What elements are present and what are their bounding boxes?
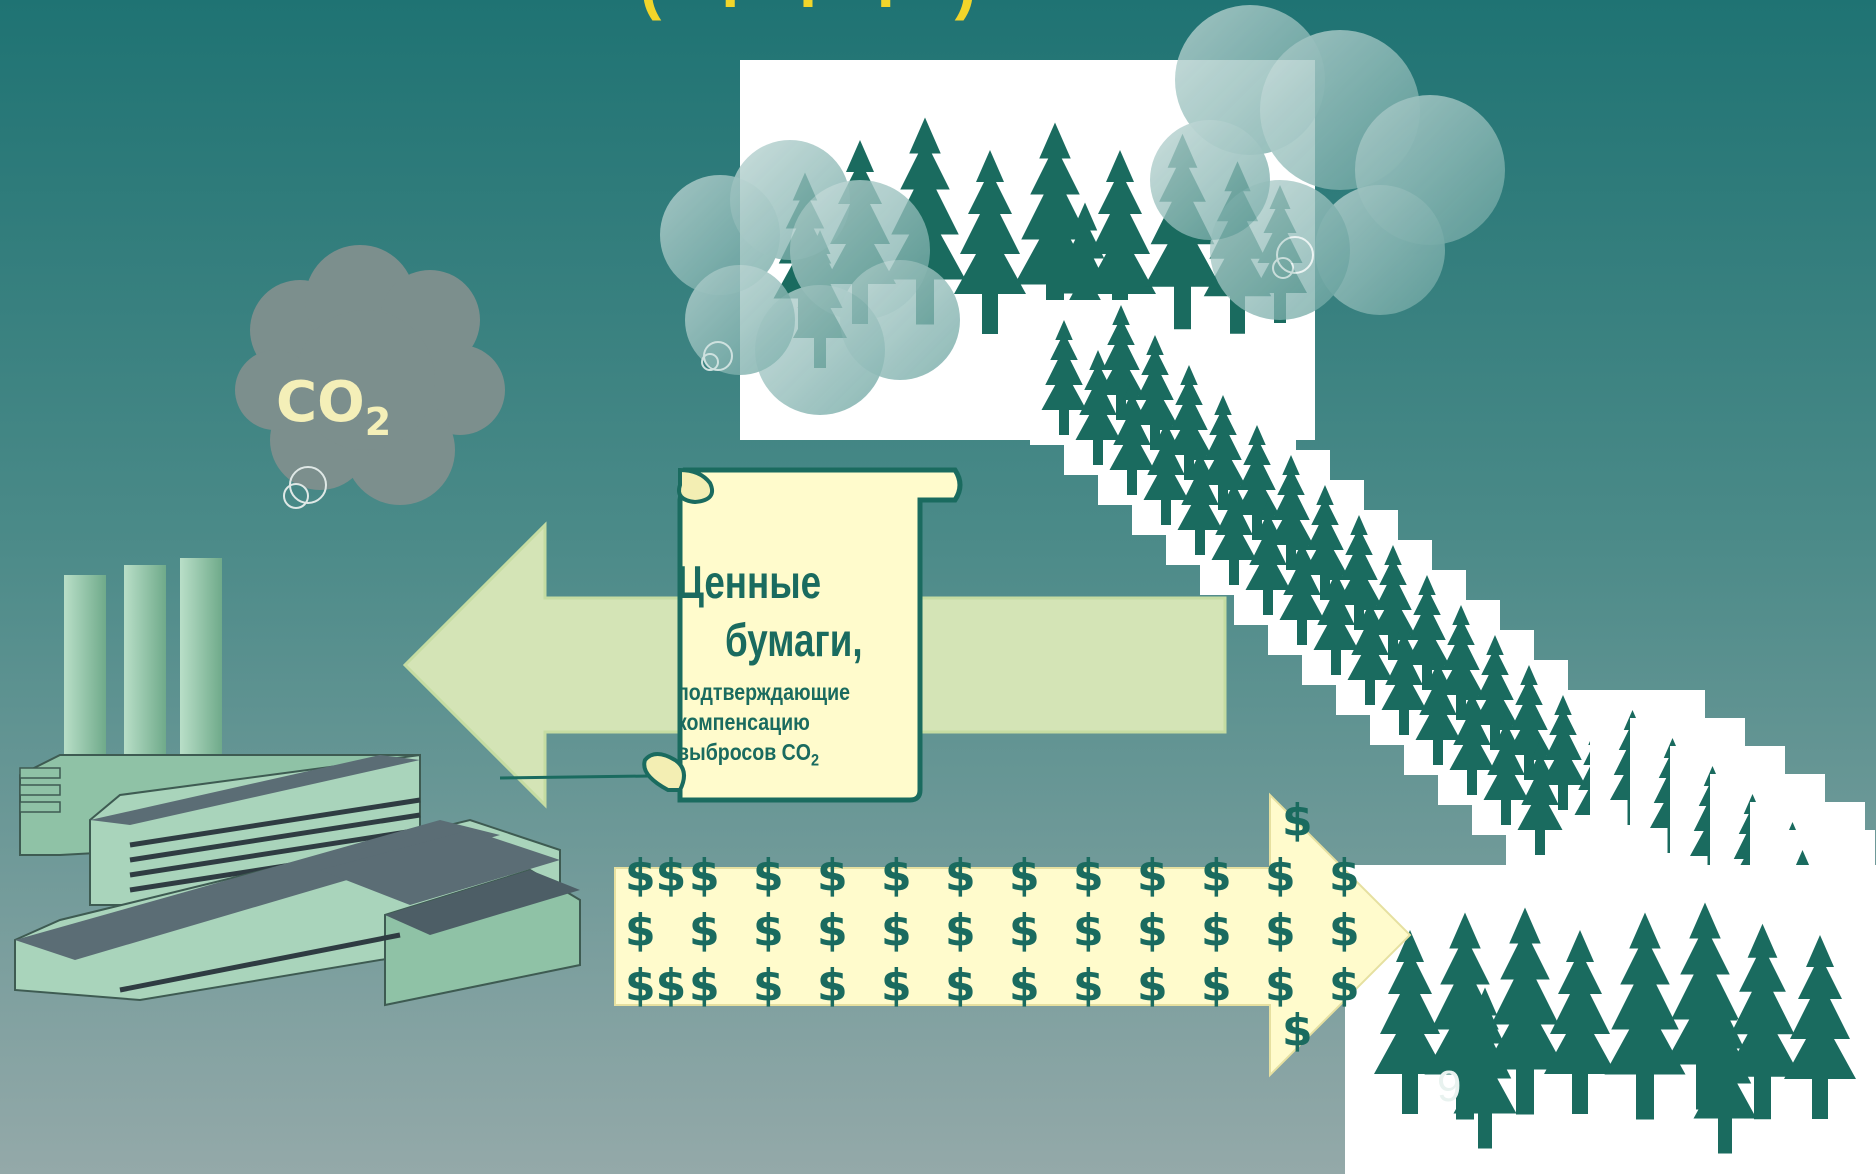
dollar-sign: $ xyxy=(817,850,848,901)
dollar-sign: $ xyxy=(689,905,720,956)
dollar-sign: $ xyxy=(689,850,720,901)
certificate-line3-text: выбросов CO xyxy=(677,739,812,765)
dollar-sign: $ xyxy=(817,960,848,1011)
dollar-sign: $ xyxy=(625,905,656,956)
dollar-sign: $ xyxy=(1009,960,1040,1011)
certificate-line1: подтверждающие xyxy=(677,679,851,705)
certificate-line2: компенсацию xyxy=(677,709,810,735)
dollar-sign: $ xyxy=(1137,960,1168,1011)
certificate-text: Ценные бумаги, подтверждающие компенсаци… xyxy=(677,555,927,776)
dollar-arrow-icon: $$$$$$$$$$$$$$$$$$$$$$$$$$$$$$$$$$$$$$$$ xyxy=(614,792,1412,1078)
dollar-sign: $ xyxy=(881,960,912,1011)
dollar-sign: $ xyxy=(1201,905,1232,956)
certificate-title-line1: Ценные xyxy=(677,556,822,608)
co2-cloud-icon xyxy=(235,245,505,509)
forest-bottom-icon xyxy=(1345,865,1876,1174)
dollar-sign: $ xyxy=(945,850,976,901)
certificate-line3-subscript: 2 xyxy=(811,750,820,770)
dollar-sign: $ xyxy=(1073,905,1104,956)
dollar-sign: $ xyxy=(1073,960,1104,1011)
dollar-sign: $ xyxy=(881,850,912,901)
dollar-sign: $ xyxy=(881,905,912,956)
certificate-scroll-icon xyxy=(499,467,963,803)
dollar-sign: $ xyxy=(753,960,784,1011)
dollar-sign: $ xyxy=(1009,850,1040,901)
dollar-sign: $ xyxy=(1009,905,1040,956)
dollar-sign: $ xyxy=(1201,850,1232,901)
cloud-left-icon xyxy=(660,140,960,415)
dollar-sign: $ xyxy=(1329,960,1360,1011)
title-fragment: (...) xyxy=(640,0,1036,22)
dollar-sign: $ xyxy=(1137,905,1168,956)
slide-number: 9 xyxy=(1437,1062,1462,1111)
dollar-sign: $ xyxy=(1329,850,1360,901)
dollar-sign: $ xyxy=(1329,905,1360,956)
certificate-line3: выбросов CO2 xyxy=(677,737,890,776)
dollar-sign: $ xyxy=(1282,1005,1313,1056)
dollar-sign: $ xyxy=(1265,960,1296,1011)
dollar-sign: $ xyxy=(1265,905,1296,956)
dollar-sign: $ xyxy=(1265,850,1296,901)
co2-subscript: 2 xyxy=(364,400,392,444)
dollar-sign: $ xyxy=(689,960,720,1011)
factory-icon xyxy=(14,558,581,1007)
dollar-sign: $ xyxy=(1282,795,1313,846)
dollar-sign: $ xyxy=(945,960,976,1011)
dollar-sign: $ xyxy=(945,905,976,956)
dollar-sign: $ xyxy=(753,850,784,901)
co2-label: CO2 xyxy=(276,370,391,444)
cloud-right-icon xyxy=(1150,5,1505,320)
dollar-sign: $ xyxy=(1201,960,1232,1011)
certificate-title-line2: бумаги, xyxy=(725,614,863,666)
dollar-sign: $$ xyxy=(625,960,686,1011)
co2-text: CO xyxy=(276,370,365,435)
dollar-sign: $ xyxy=(1073,850,1104,901)
tree-staircase-icon xyxy=(1030,300,1875,980)
dollar-sign: $ xyxy=(817,905,848,956)
dollar-sign: $$ xyxy=(625,850,686,901)
dollar-sign: $ xyxy=(1137,850,1168,901)
dollar-sign: $ xyxy=(753,905,784,956)
